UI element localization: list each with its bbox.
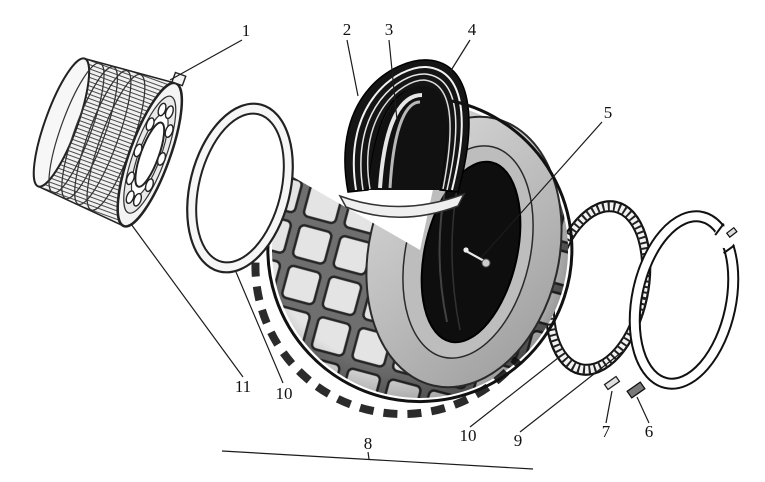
- callout-7: 7: [602, 390, 613, 441]
- callout-11-label: 11: [235, 377, 251, 396]
- part-tire: [251, 59, 574, 419]
- callout-10-left: 10: [235, 271, 293, 403]
- part-clamp-6: [626, 381, 646, 399]
- callout-8: 8: [221, 434, 534, 470]
- part-bead-ring: [186, 102, 294, 274]
- rim-bolt-holes: [125, 102, 174, 207]
- tire-section-cutaway: [338, 59, 470, 218]
- callout-1-label: 1: [242, 21, 251, 40]
- callout-2-label: 2: [343, 20, 352, 39]
- tread-edge: [251, 171, 522, 419]
- callout-5: 5: [480, 103, 613, 259]
- callout-4-label: 4: [468, 20, 477, 39]
- part-rim: [32, 57, 187, 228]
- callout-9: 9: [514, 351, 623, 450]
- callout-8-label: 8: [364, 434, 373, 453]
- side-ring-hook: [725, 226, 738, 238]
- callout-10-left-label: 10: [276, 384, 293, 403]
- tire-outline: [266, 99, 574, 404]
- callout-5-label: 5: [604, 103, 613, 122]
- callout-10-right: 10: [460, 357, 559, 445]
- callout-10-right-label: 10: [460, 426, 477, 445]
- lock-ring-stripes: [545, 201, 651, 375]
- callout-9-label: 9: [514, 431, 523, 450]
- callouts: 1 2 3 4 5 11 10 8: [130, 20, 654, 470]
- callout-3: 3: [385, 20, 398, 121]
- part-spacer-7: [603, 375, 621, 391]
- callout-3-label: 3: [385, 20, 394, 39]
- callout-7-label: 7: [602, 422, 611, 441]
- callout-11: 11: [130, 223, 251, 396]
- part-side-ring: [628, 210, 740, 390]
- part-valve: [463, 247, 491, 268]
- callout-4: 4: [449, 20, 477, 73]
- callout-6: 6: [636, 396, 654, 441]
- callout-2: 2: [343, 20, 359, 97]
- callout-6-label: 6: [645, 422, 654, 441]
- callout-1: 1: [169, 21, 251, 81]
